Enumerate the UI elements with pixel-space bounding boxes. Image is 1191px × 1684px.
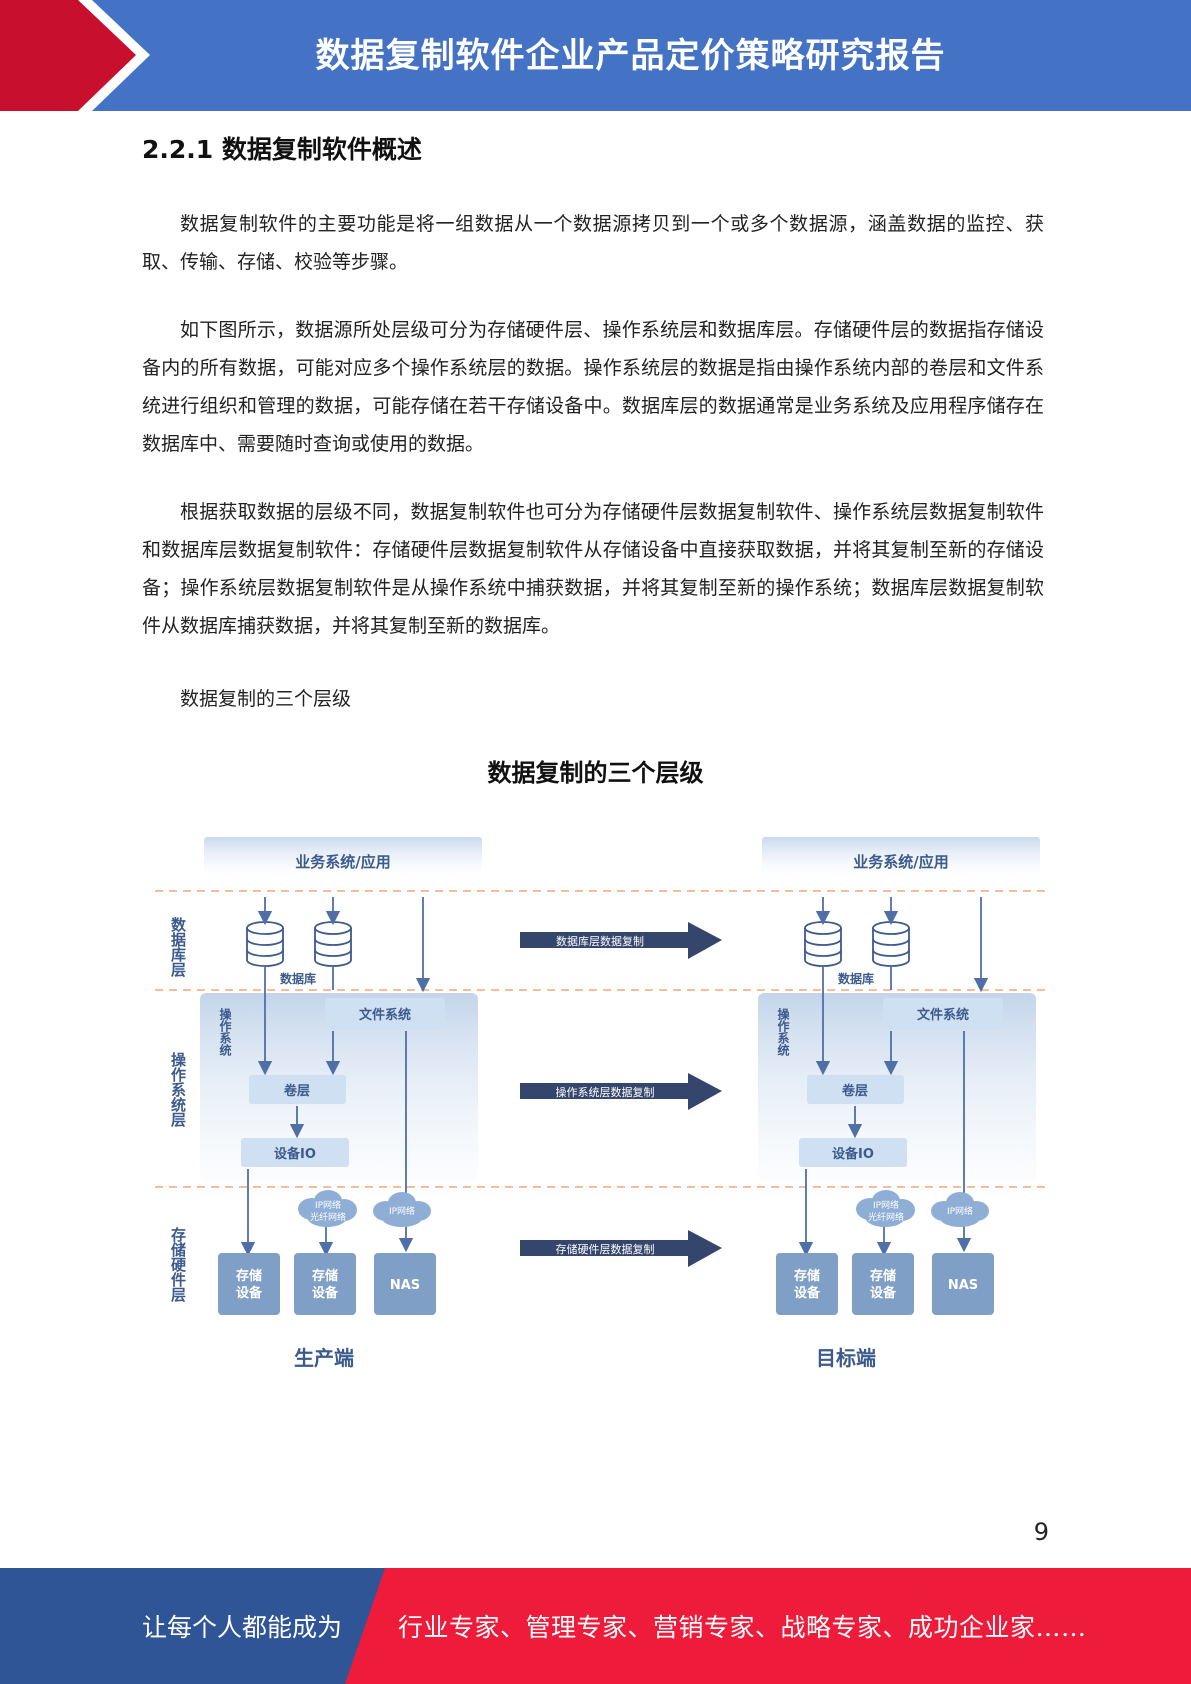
paragraph-2: 如下图所示，数据源所处层级可分为存储硬件层、操作系统层和数据库层。存储硬件层的数… [142, 319, 1044, 455]
footer-banner: 让每个人都能成为 行业专家、管理专家、营销专家、战略专家、成功企业家…… [0, 1568, 1191, 1684]
source-cloud-ip-label: IP网络 [389, 1205, 415, 1217]
target-cloud-ip-fiber-line2: 光纤网络 [868, 1211, 904, 1223]
storage-device-label-line1: 存储 [236, 1268, 262, 1284]
source-device-io-label: 设备IO [274, 1146, 316, 1162]
cloud-icon [931, 1192, 989, 1227]
storage-device-label-line1: 存储 [312, 1268, 338, 1284]
target-cloud-ip-fiber-line1: IP网络 [873, 1199, 899, 1211]
header-banner: 数据复制软件企业产品定价策略研究报告 [0, 0, 1191, 111]
target-storage-device-2 [852, 1253, 914, 1315]
target-volume-box [807, 1075, 904, 1104]
source-volume-box [249, 1075, 346, 1104]
paragraph-3: 根据获取数据的层级不同，数据复制软件也可分为存储硬件层数据复制软件、操作系统层数… [142, 501, 1044, 637]
storage-device-label-line2: 设备 [312, 1285, 339, 1301]
source-side-label: 生产端 [294, 1346, 354, 1370]
database-icon [872, 921, 910, 967]
target-nas-label: NAS [948, 1278, 978, 1293]
source-filesystem-label: 文件系统 [359, 1007, 411, 1023]
figure-caption: 数据复制的三个层级 [180, 688, 352, 710]
svg-text:数据库层数据复制: 数据库层数据复制 [556, 934, 644, 948]
storage-device-label-line1: 存储 [870, 1268, 896, 1284]
target-cloud-ip-label: IP网络 [947, 1205, 973, 1217]
database-icon [804, 921, 842, 967]
storage-device-label-line2: 设备 [236, 1285, 263, 1301]
source-cloud-ip-fiber-line1: IP网络 [315, 1199, 341, 1211]
target-os-inner-label: 操作系统 [776, 1007, 790, 1057]
target-database-label: 数据库 [838, 971, 874, 986]
target-side-label: 目标端 [816, 1346, 876, 1370]
source-database-label: 数据库 [280, 971, 316, 986]
database-icon [246, 921, 284, 967]
source-app-label: 业务系统/应用 [295, 853, 390, 871]
replication-layers-diagram: 数据库层 操作系统层 存储硬件层 业务系统/应用 数据库 [150, 825, 1050, 1395]
report-title: 数据复制软件企业产品定价策略研究报告 [315, 36, 946, 76]
svg-text:存储硬件层数据复制: 存储硬件层数据复制 [556, 1242, 655, 1256]
source-filesystem-box [325, 998, 445, 1029]
target-app-box [762, 837, 1040, 883]
source-nas-label: NAS [390, 1278, 420, 1293]
target-storage-device-1 [776, 1253, 838, 1315]
red-chevron-icon [0, 0, 150, 111]
cloud-icon [856, 1190, 915, 1227]
target-device-io-label: 设备IO [832, 1146, 874, 1162]
storage-device-label-line1: 存储 [794, 1268, 820, 1284]
replication-arrow-database: 数据库层数据复制 [520, 922, 722, 959]
source-storage-device-1 [218, 1253, 280, 1315]
source-app-box [204, 837, 482, 883]
diagram-title: 数据复制的三个层级 [487, 759, 704, 787]
footer-slogan-right: 行业专家、管理专家、营销专家、战略专家、成功企业家…… [398, 1613, 1087, 1642]
target-app-label: 业务系统/应用 [853, 853, 948, 871]
source-device-io-box [241, 1138, 349, 1167]
source-side: 业务系统/应用 数据库 操作系统 文件系统 [200, 837, 482, 1370]
layer-label-storage: 存储硬件层 [169, 1226, 187, 1303]
target-nas-box [932, 1253, 994, 1315]
layer-label-os: 操作系统层 [169, 1051, 187, 1128]
paragraph-1: 数据复制软件的主要功能是将一组数据从一个数据源拷贝到一个或多个数据源，涵盖数据的… [142, 213, 1044, 273]
section-heading: 2.2.1 数据复制软件概述 [142, 135, 422, 164]
target-side: 业务系统/应用 数据库 操作系统 文件系统 卷层 [758, 837, 1040, 1370]
cloud-icon [373, 1192, 431, 1227]
source-cloud-ip-fiber-line2: 光纤网络 [310, 1211, 346, 1223]
svg-text:操作系统层数据复制: 操作系统层数据复制 [556, 1085, 655, 1099]
replication-arrow-storage: 存储硬件层数据复制 [520, 1230, 722, 1267]
source-volume-label: 卷层 [284, 1083, 310, 1099]
source-nas-box [374, 1253, 436, 1315]
layer-label-database: 数据库层 [169, 916, 187, 978]
cloud-icon [298, 1190, 357, 1227]
storage-device-label-line2: 设备 [794, 1285, 821, 1301]
source-storage-device-2 [294, 1253, 356, 1315]
database-icon [314, 921, 352, 967]
target-filesystem-box [883, 998, 1003, 1029]
replication-arrow-os: 操作系统层数据复制 [520, 1073, 722, 1110]
target-device-io-box [799, 1138, 907, 1167]
target-volume-label: 卷层 [842, 1083, 868, 1099]
footer-slogan-left: 让每个人都能成为 [142, 1613, 343, 1642]
storage-device-label-line2: 设备 [870, 1285, 897, 1301]
page-number: 9 [1033, 1518, 1049, 1546]
source-os-inner-label: 操作系统 [218, 1007, 232, 1057]
target-filesystem-label: 文件系统 [917, 1007, 969, 1023]
